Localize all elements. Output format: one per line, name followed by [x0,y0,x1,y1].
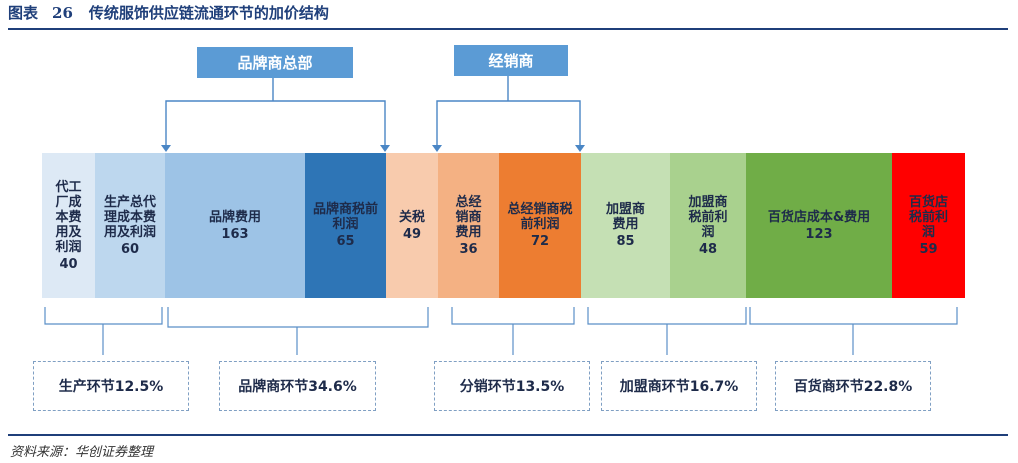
source-note: 资料来源：华创证券整理 [10,445,154,460]
segment-value: 85 [616,234,635,249]
segment-franchise-profit: 加盟商税前利润 48 [670,153,746,298]
segment-value: 60 [120,241,140,257]
top-rule [8,28,1008,30]
segment-tariff: 关税 49 [386,153,438,298]
segment-dept-store-expense: 百货店成本&费用 123 [746,153,892,298]
segment-value: 48 [698,241,718,257]
segment-value: 59 [919,241,938,257]
segment-label: 加盟商费用 [605,202,645,232]
figure-number: 26 [52,4,73,22]
segment-value: 72 [530,234,550,249]
segment-brand-profit: 品牌商税前利润 65 [305,153,386,298]
segment-label: 生产总代理成本费用及利润 [103,194,156,240]
segment-label: 总经销商费用 [455,194,482,240]
segment-label: 代工厂成本费用及利润 [55,179,82,255]
segment-label: 百货店税前利润 [908,194,948,240]
segment-brand-expense: 品牌费用 163 [165,153,305,298]
header-brand-hq: 品牌商总部 [197,47,353,78]
segment-label: 总经销商税前利润 [507,202,573,232]
stage-box-franchise: 加盟商环节16.7% [601,361,757,411]
segment-oem: 代工厂成本费用及利润 40 [42,153,95,298]
figure-label: 图表 [8,4,39,22]
segment-production-agent: 生产总代理成本费用及利润 60 [95,153,165,298]
segment-label: 关税 [398,209,425,225]
segment-value: 123 [805,226,833,242]
segment-franchise-expense: 加盟商费用 85 [581,153,670,298]
segment-value: 163 [221,226,249,242]
segment-label: 百货店成本&费用 [767,209,871,225]
segment-value: 65 [336,234,355,249]
segment-label: 品牌商税前利润 [312,202,378,232]
stage-box-dept-store: 百货商环节22.8% [775,361,931,411]
bottom-rule [8,434,1008,436]
segment-label: 品牌费用 [208,209,261,225]
segment-distributor-expense: 总经销商费用 36 [438,153,499,298]
segment-value: 36 [459,241,478,257]
segment-value: 49 [402,226,422,242]
stage-box-distribution: 分销环节13.5% [434,361,590,411]
stage-box-production: 生产环节12.5% [33,361,189,411]
segment-distributor-profit: 总经销商税前利润 72 [499,153,581,298]
segment-dept-store-profit: 百货店税前利润 59 [892,153,965,298]
figure-title: 图表 26 传统服饰供应链流通环节的加价结构 [8,2,329,23]
segment-value: 40 [59,256,78,272]
header-distributor: 经销商 [454,45,568,76]
figure-title-text: 传统服饰供应链流通环节的加价结构 [88,4,329,22]
stage-box-brand: 品牌商环节34.6% [219,361,376,411]
segment-label: 加盟商税前利润 [688,194,728,240]
